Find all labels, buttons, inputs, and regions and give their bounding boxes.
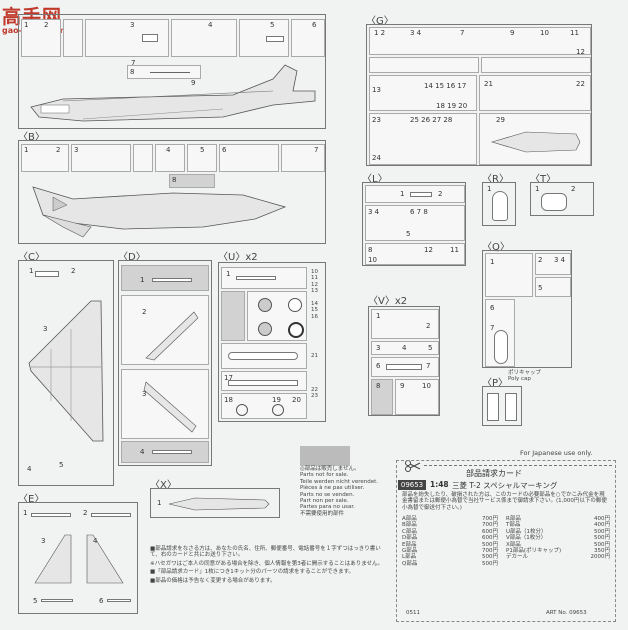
not-for-sale-swatch xyxy=(300,446,350,466)
part-cell: 8 xyxy=(127,65,201,79)
sprue-d: 1 2 3 4 xyxy=(118,260,212,466)
part-cell: 4 xyxy=(121,441,209,463)
part-cell: 6 xyxy=(291,19,325,57)
part-cell xyxy=(63,19,83,57)
bottom-code: 0511 xyxy=(406,610,420,616)
sprue-x: 1 xyxy=(150,488,280,518)
part-cell: 7 xyxy=(281,144,325,172)
card-border xyxy=(396,460,616,622)
japanese-use-note: For Japanese use only. xyxy=(520,449,593,457)
section-label-v: 〈V〉x2 xyxy=(368,296,408,307)
order-notes: ■部品請求をなさる方は、あなたの氏名、住所、郵便番号、電話番号を１字ずつはっきり… xyxy=(150,546,384,584)
section-label-b: 〈B〉 xyxy=(18,132,45,143)
part-cell: 29 xyxy=(479,113,591,165)
part-cell: 2 xyxy=(121,295,209,365)
part-cell: 3 xyxy=(121,369,209,439)
section-label-t: 〈T〉 xyxy=(530,174,557,185)
part-cell xyxy=(481,57,591,73)
part-cell: 5 xyxy=(239,19,289,57)
part-cell: 6 xyxy=(219,144,279,172)
tail-fin-drawing xyxy=(34,534,124,584)
sprue-p xyxy=(482,386,522,426)
part-cell: 4 xyxy=(155,144,185,172)
part-cell xyxy=(133,144,153,172)
sprue-r: 1 xyxy=(482,182,516,226)
scale: 1:48 xyxy=(430,480,449,489)
section-label-u: 〈U〉x2 xyxy=(218,252,258,263)
part-cell: 3 xyxy=(71,144,131,172)
parts-order-card: 部品請求カード 09653 1:48 三菱 T-2 スペシャルマーキング 部品を… xyxy=(396,460,616,622)
poly-cap-note: ポリキャップ Poly cap xyxy=(508,370,542,383)
section-label-d: 〈D〉 xyxy=(118,252,146,263)
part-cell xyxy=(247,291,307,341)
section-label-q: 〈Q〉 xyxy=(482,242,510,253)
fuselage-lower-drawing xyxy=(32,186,287,238)
section-label-g: 〈G〉 xyxy=(366,16,394,27)
product-code: 09653 xyxy=(398,480,426,490)
part-cell: 8 xyxy=(169,174,215,188)
art-number: ART No. 09653 xyxy=(546,610,587,616)
part-cell: 1 xyxy=(485,253,533,297)
part-cell: 1 xyxy=(221,267,307,289)
card-instructions: 部品を紛失したり、破損された方は、このカードの必要部品を○でかこみ代金を現金書留… xyxy=(402,492,607,511)
section-label-x: 〈X〉 xyxy=(150,480,177,491)
part-cell xyxy=(221,291,245,341)
part-cell: 5 xyxy=(535,277,571,297)
cut-line xyxy=(424,465,612,466)
part-cell xyxy=(369,57,479,73)
part-cell xyxy=(221,343,307,369)
part-cell: 8 xyxy=(371,379,393,415)
section-label-c: 〈C〉 xyxy=(18,252,45,263)
section-label-r: 〈R〉 xyxy=(482,174,509,185)
part-cell: 1 xyxy=(121,265,209,291)
part-cell: 3 xyxy=(85,19,169,57)
not-for-sale-note: ◎部品は販売しません。 Parts not for sale. Teile we… xyxy=(300,466,379,517)
fuselage-drawing xyxy=(30,64,316,122)
product-name: 三菱 T-2 スペシャルマーキング xyxy=(452,481,558,490)
section-label-e: 〈E〉 xyxy=(18,494,45,505)
part-cell: 5 xyxy=(187,144,217,172)
part-cell: 4 xyxy=(171,19,237,57)
card-title: 部品請求カード xyxy=(466,469,522,478)
section-label-p: 〈P〉 xyxy=(482,378,509,389)
sprue-b: 12 3 4 5 6 7 8 9 xyxy=(18,140,326,244)
part-cell: 17 xyxy=(221,371,307,391)
section-label-l: 〈L〉 xyxy=(362,174,388,185)
wing-drawing xyxy=(28,300,104,442)
